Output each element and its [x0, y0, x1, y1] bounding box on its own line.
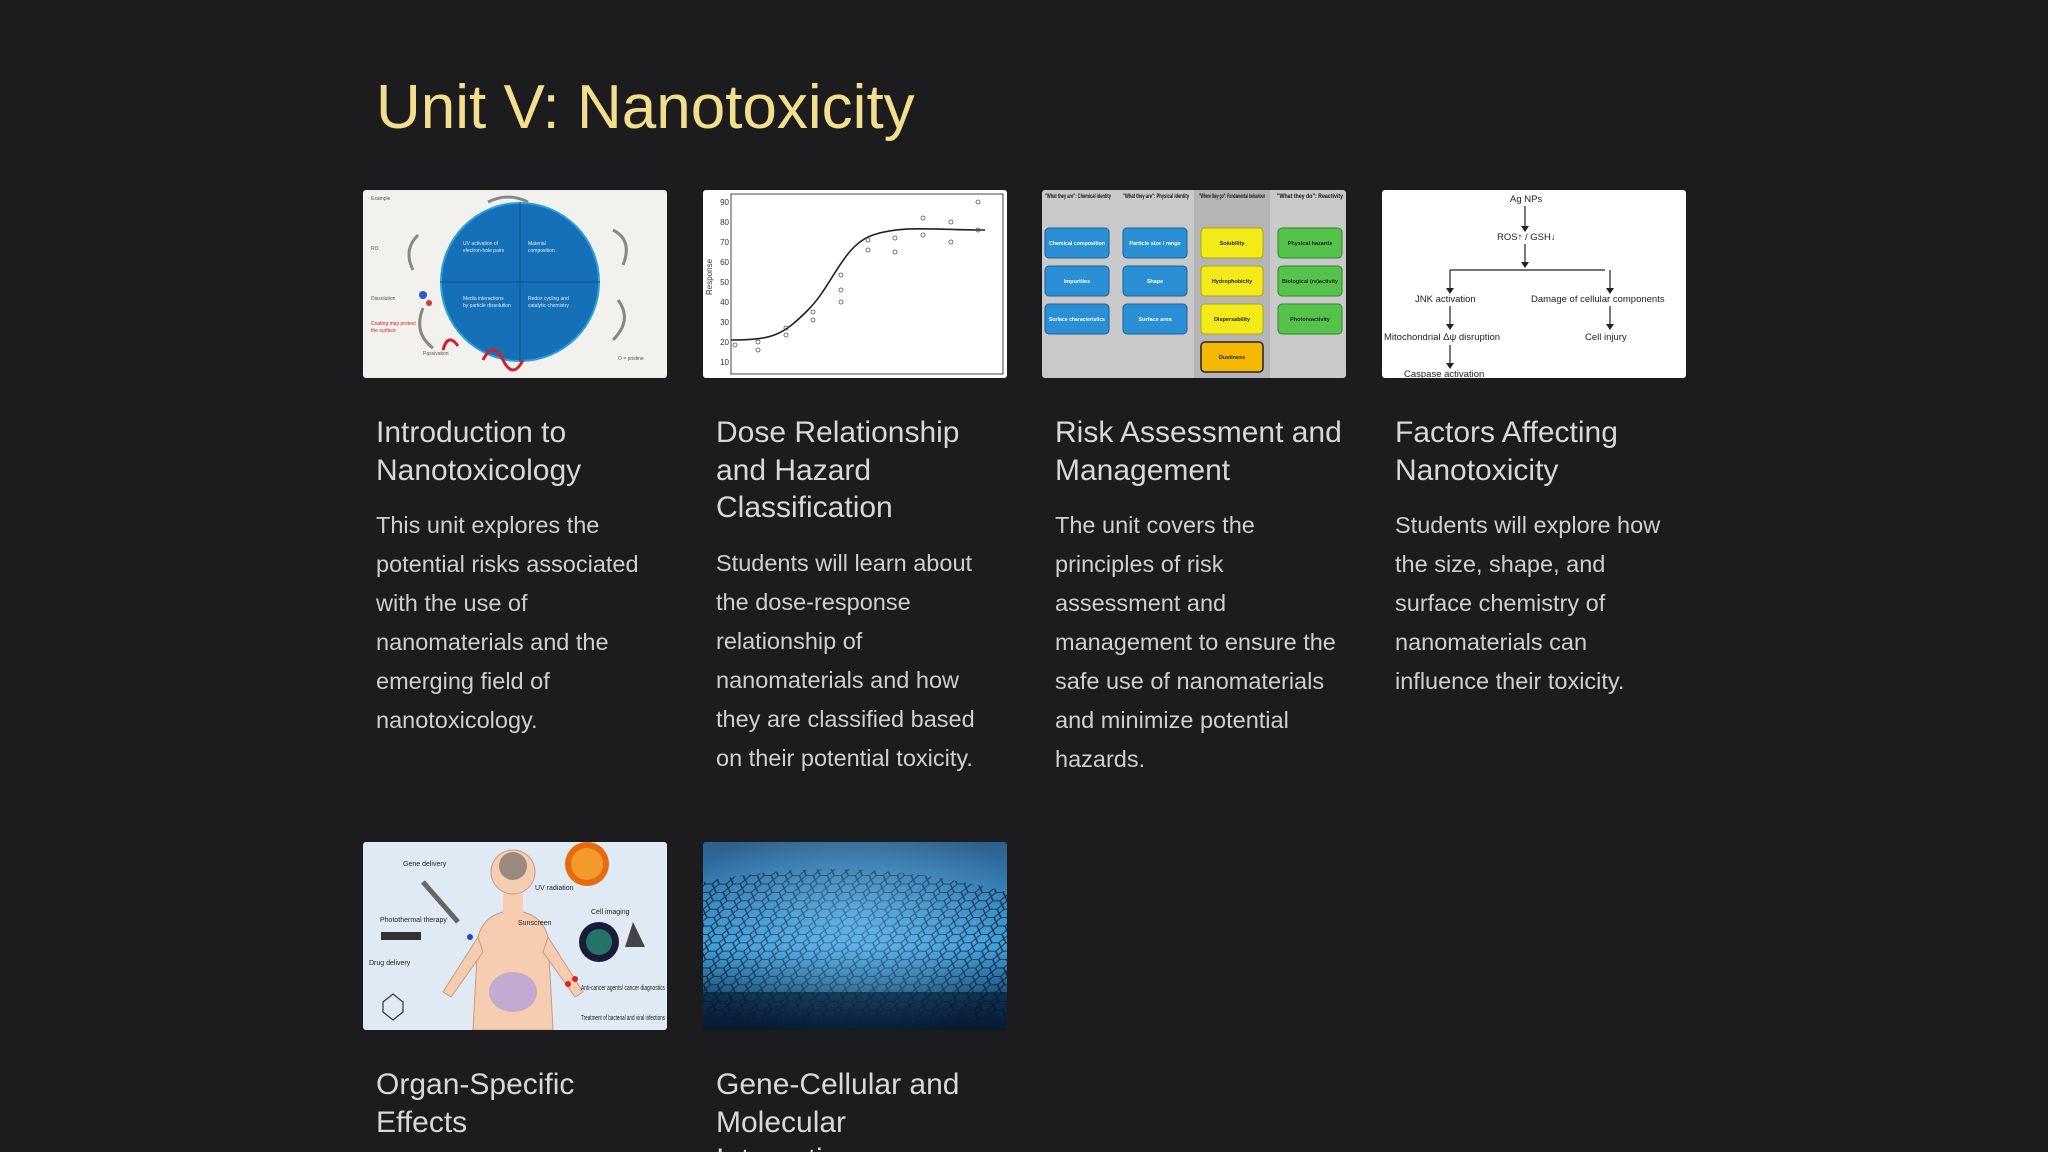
page-title: Unit V: Nanotoxicity [376, 73, 915, 142]
svg-text:50: 50 [720, 278, 729, 287]
svg-text:Media interactions: Media interactions [463, 296, 504, 302]
svg-text:JNK activation: JNK activation [1415, 294, 1476, 305]
svg-text:Solubility: Solubility [1220, 241, 1246, 247]
svg-text:the surface: the surface [371, 328, 396, 334]
nanoparticle-diagram-image: UV activation of electron-hole pairs Mat… [363, 190, 667, 378]
svg-text:composition: composition [528, 248, 555, 254]
svg-text:ROS↑ / GSH↓: ROS↑ / GSH↓ [1497, 232, 1556, 243]
svg-text:Physical hazards: Physical hazards [1288, 241, 1333, 247]
toxicity-flowchart-image: Ag NPs ROS↑ / GSH↓ JNK activation Damage… [1382, 190, 1686, 378]
svg-text:Surface area: Surface area [1138, 317, 1172, 323]
column-header: "What they do": Reactivity [1277, 193, 1343, 200]
card-title: Gene-Cellular and Molecular Interactions [716, 1068, 960, 1152]
svg-text:Particle size / range: Particle size / range [1129, 241, 1180, 247]
card-risk-assessment: "What they are": Chemical identity "What… [1042, 190, 1346, 779]
column-header: "What they are": Physical identity [1123, 193, 1189, 200]
card-description: Students will learn about the dose-respo… [716, 549, 975, 771]
svg-text:Dustiness: Dustiness [1219, 355, 1245, 361]
svg-text:80: 80 [720, 218, 729, 227]
svg-text:Cell imaging: Cell imaging [591, 909, 630, 916]
card-title: Factors Affecting Nanotoxicity [1395, 416, 1618, 487]
risk-assessment-table-image: "What they are": Chemical identity "What… [1042, 190, 1346, 378]
svg-text:Cell injury: Cell injury [1585, 332, 1627, 343]
card-title: Risk Assessment and Management [1055, 416, 1342, 487]
svg-text:UV activation of: UV activation of [463, 241, 499, 247]
svg-text:Impurities: Impurities [1064, 279, 1090, 285]
svg-text:90: 90 [720, 198, 729, 207]
svg-text:Mitochondrial Δψ disruption: Mitochondrial Δψ disruption [1384, 332, 1500, 343]
human-body-illustration-image: Gene delivery UV radiation Cell imaging … [363, 842, 667, 1030]
svg-text:40: 40 [720, 298, 729, 307]
svg-text:Caspase activation: Caspase activation [1404, 369, 1484, 378]
svg-text:Ag NPs: Ag NPs [1510, 194, 1542, 205]
graphene-lattice-image [703, 842, 1007, 1030]
svg-text:Example: Example [371, 196, 391, 202]
svg-text:Hydrophobicity: Hydrophobicity [1212, 279, 1253, 285]
svg-text:Surface characteristics: Surface characteristics [1049, 317, 1105, 323]
plot-yticks: 90 80 70 60 50 40 30 20 10 [720, 198, 729, 367]
svg-text:UV radiation: UV radiation [535, 885, 574, 892]
dose-response-plot-image: Response 90 80 70 60 50 40 30 20 10 [703, 190, 1007, 378]
card-title: Organ-Specific Effects [376, 1068, 575, 1139]
svg-text:Passivation: Passivation [423, 351, 449, 357]
svg-text:Chemical composition: Chemical composition [1049, 241, 1106, 247]
svg-text:20: 20 [720, 338, 729, 347]
column-header: "What they are": Chemical identity [1045, 193, 1111, 200]
card-description: Students will explore how the size, shap… [1395, 512, 1661, 694]
svg-text:Treatment of bacterial and vir: Treatment of bacterial and viral infecti… [581, 1015, 665, 1022]
svg-text:Dispersability: Dispersability [1214, 317, 1251, 323]
svg-text:Photoreactivity: Photoreactivity [1290, 317, 1331, 323]
card-introduction: UV activation of electron-hole pairs Mat… [363, 190, 667, 740]
svg-text:60: 60 [720, 258, 729, 267]
svg-text:electron-hole pairs: electron-hole pairs [463, 248, 505, 254]
svg-text:catalytic chemistry: catalytic chemistry [528, 303, 569, 309]
card-title: Dose Relationship and Hazard Classificat… [716, 416, 960, 524]
svg-text:70: 70 [720, 238, 729, 247]
svg-text:10: 10 [720, 358, 729, 367]
svg-text:Damage of cellular components: Damage of cellular components [1531, 294, 1665, 305]
svg-text:Dissolution: Dissolution [371, 296, 396, 302]
card-description: The unit covers the principles of risk a… [1055, 512, 1336, 772]
card-organ-specific: Gene delivery UV radiation Cell imaging … [363, 842, 667, 1152]
svg-text:by particle dissolution: by particle dissolution [463, 303, 511, 309]
svg-text:Material: Material [528, 241, 546, 247]
card-title: Introduction to Nanotoxicology [376, 416, 582, 487]
svg-text:Sunscreen: Sunscreen [518, 920, 552, 927]
svg-text:Shape: Shape [1147, 279, 1164, 285]
plot-ylabel: Response [705, 258, 714, 295]
svg-text:RO: RO [371, 246, 379, 252]
svg-text:Anti-cancer agents/ cancer dia: Anti-cancer agents/ cancer diagnostics [581, 985, 665, 992]
svg-text:Photothermal therapy: Photothermal therapy [380, 917, 447, 924]
svg-text:Redox cycling and: Redox cycling and [528, 296, 569, 302]
card-gene-cellular: Gene-Cellular and Molecular Interactions [703, 842, 1007, 1152]
column-header: "Where they go": Fundamental behaviour [1199, 193, 1265, 200]
svg-text:Gene delivery: Gene delivery [403, 861, 447, 868]
svg-text:Drug delivery: Drug delivery [369, 960, 411, 967]
svg-text:Coating may protect: Coating may protect [371, 321, 416, 327]
svg-text:Biological (re)activity: Biological (re)activity [1282, 279, 1339, 285]
card-dose-relationship: Response 90 80 70 60 50 40 30 20 10 [703, 190, 1007, 778]
card-description: This unit explores the potential risks a… [376, 512, 639, 733]
svg-text:30: 30 [720, 318, 729, 327]
svg-text:O = pristine: O = pristine [618, 356, 644, 362]
card-factors-affecting: Ag NPs ROS↑ / GSH↓ JNK activation Damage… [1382, 190, 1686, 701]
